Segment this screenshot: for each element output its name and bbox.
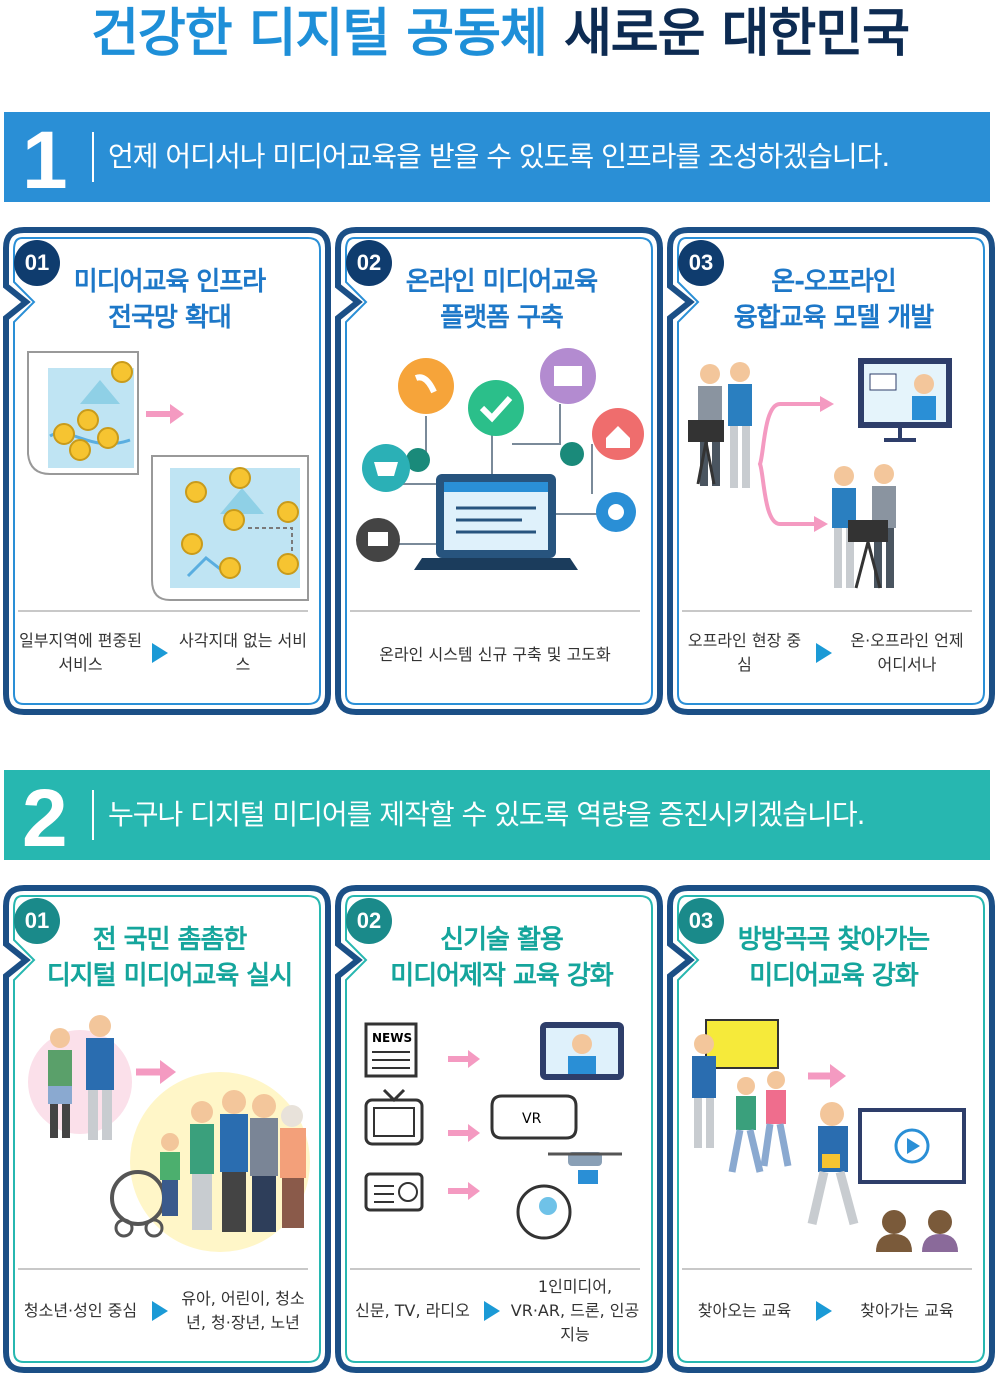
title-part2: 새로운 대한민국 [563,4,910,64]
card-title: 신기술 활용 미디어제작 교육 강화 [364,922,639,994]
page-title: 건강한 디지털 공동체 새로운 대한민국 [0,2,1000,66]
card-title-line1: 전 국민 촘촘한 [92,925,248,955]
card-transition: 신문, TV, 라디오 1인미디어, VR·AR, 드론, 인공지능 [350,1276,640,1346]
card-title: 온-오프라인 융합교육 모델 개발 [696,264,971,336]
card-title: 전 국민 촘촘한 디지털 미디어교육 실시 [32,922,307,994]
divider [92,132,94,182]
separator [682,1268,972,1270]
card-badge: 02 [346,898,392,944]
section1-banner: 1 언제 어디서나 미디어교육을 받을 수 있도록 인프라를 조성하겠습니다. [4,112,990,206]
news-label: NEWS [372,1031,412,1045]
transition-to: 1인미디어, VR·AR, 드론, 인공지능 [510,1277,640,1344]
transition-from: 찾아오는 교육 [697,1301,792,1320]
transition-to: 온·오프라인 언제 어디서나 [850,631,964,674]
card-title: 방방곡곡 찾아가는 미디어교육 강화 [696,922,971,994]
separator [18,610,308,612]
card-title-line2: 미디어교육 강화 [749,961,919,991]
card-title-line2: 전국망 확대 [108,303,232,333]
card-title-line2: 플랫폼 구축 [440,303,564,333]
card-transition: 오프라인 현장 중심 온·오프라인 언제 어디서나 [682,618,972,688]
card-online-platform: 02 온라인 미디어교육 플랫폼 구축 온라인 시스템 신규 구축 및 고도화 [334,226,663,715]
card-frame [667,227,995,715]
card-title-line2: 융합교육 모델 개발 [733,303,934,333]
separator [350,610,640,612]
card-badge: 02 [346,240,392,286]
divider [92,790,94,840]
transition-to: 찾아가는 교육 [860,1301,954,1320]
map-pins-icon [27,351,309,601]
card-transition: 청소년·성인 중심 유아, 어린이, 청소년, 청·장년, 노년 [18,1276,308,1346]
visiting-class-icon [692,1019,966,1252]
card-title-line1: 미디어교육 인프라 [73,267,266,297]
card-title-line2: 미디어제작 교육 강화 [390,961,613,991]
separator [18,1268,308,1270]
transition-from: 오프라인 현장 중심 [687,631,802,674]
vr-label: VR [522,1111,542,1127]
transition-from: 신문, TV, 라디오 [355,1301,470,1320]
card-title-line1: 온-오프라인 [771,267,896,297]
card-badge: 03 [678,898,724,944]
card-title: 온라인 미디어교육 플랫폼 구축 [364,264,639,336]
card-title-line1: 온라인 미디어교육 [405,267,598,297]
card-summary: 온라인 시스템 신규 구축 및 고도화 [379,645,611,664]
arrow-right-icon [484,1301,500,1321]
card-transition: 온라인 시스템 신규 구축 및 고도화 [350,618,640,688]
separator [682,610,972,612]
section2-heading: 누구나 디지털 미디어를 제작할 수 있도록 역량을 증진시키겠습니다. [108,798,865,831]
transition-from: 청소년·성인 중심 [23,1301,138,1320]
arrow-right-icon [152,643,168,663]
arrow-right-icon [816,1301,832,1321]
arrow-right-icon [152,1301,168,1321]
media-tech-icon: NEWS VR [364,1022,624,1240]
card-badge: 01 [14,898,60,944]
card-title-line2: 디지털 미디어교육 실시 [46,961,293,991]
section1-number: 1 [22,115,68,206]
card-title-line1: 방방곡곡 찾아가는 [737,925,930,955]
transition-to: 사각지대 없는 서비스 [179,631,307,674]
transition-to: 유아, 어린이, 청소년, 청·장년, 노년 [181,1289,305,1332]
card-infra-expansion: 01 미디어교육 인프라 전국망 확대 일부지역에 편중된 서비스 사각지대 없… [2,226,331,715]
card-transition: 일부지역에 편중된 서비스 사각지대 없는 서비스 [18,618,308,688]
card-new-tech-education: 02 신기술 활용 미디어제작 교육 강화 NEWS VR 신문, TV, 라디… [334,884,663,1373]
card-title-line1: 신기술 활용 [440,925,564,955]
title-part1: 건강한 디지털 공동체 [91,4,548,64]
laptop-network-icon [356,348,644,570]
transition-from: 일부지역에 편중된 서비스 [19,631,142,674]
card-outreach-education: 03 방방곡곡 찾아가는 미디어교육 강화 찾아오는 교육 찾아가는 교육 [666,884,995,1373]
family-icon [28,1015,310,1252]
section1-heading: 언제 어디서나 미디어교육을 받을 수 있도록 인프라를 조성하겠습니다. [108,140,890,173]
card-badge: 01 [14,240,60,286]
card-blended-model: 03 온-오프라인 융합교육 모델 개발 오프라인 현장 중심 온·오프라인 언… [666,226,995,715]
camera-crew-icon [688,358,952,589]
card-transition: 찾아오는 교육 찾아가는 교육 [682,1276,972,1346]
card-nationwide-education: 01 전 국민 촘촘한 디지털 미디어교육 실시 청소년·성인 중심 유아, 어… [2,884,331,1373]
separator [350,1268,640,1270]
card-title: 미디어교육 인프라 전국망 확대 [32,264,307,336]
card-badge: 03 [678,240,724,286]
section2-number: 2 [22,773,68,864]
section2-banner: 2 누구나 디지털 미디어를 제작할 수 있도록 역량을 증진시키겠습니다. [4,770,990,864]
arrow-right-icon [816,643,832,663]
